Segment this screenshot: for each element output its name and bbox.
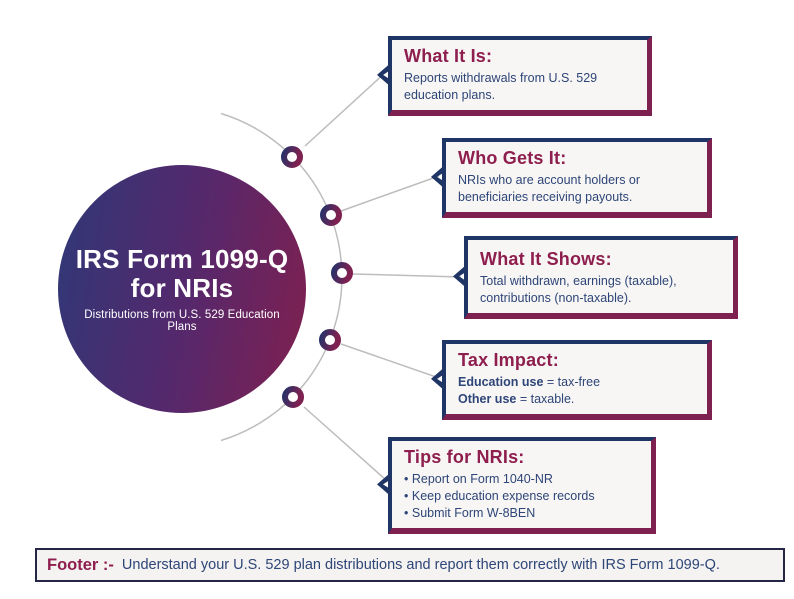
line-rest-text: = tax-free	[543, 375, 601, 389]
connector-line-3	[352, 273, 462, 278]
connector-line-5	[303, 406, 387, 481]
callout-body: Reports withdrawals from U.S. 529 educat…	[404, 71, 598, 102]
callout-title: What It Is:	[404, 46, 493, 66]
callout-box-tax-impact: Tax Impact: Education use = tax-free Oth…	[431, 340, 712, 420]
left-arrow-notch-icon	[377, 471, 392, 498]
callout-box-tips-for-nris: Tips for NRIs: Report on Form 1040-NR Ke…	[377, 437, 656, 534]
footer-text: Understand your U.S. 529 plan distributi…	[121, 557, 720, 573]
callout-title: Tips for NRIs:	[404, 447, 525, 467]
central-title: IRS Form 1099-Q for NRIs	[76, 245, 289, 301]
connector-node-5	[282, 386, 304, 408]
tips-list-item: Keep education expense records	[404, 488, 641, 505]
callout-line: Other use = taxable.	[458, 391, 697, 408]
left-arrow-notch-icon	[377, 61, 392, 88]
connector-line-2	[340, 175, 440, 212]
central-circle: IRS Form 1099-Q for NRIs Distributions f…	[58, 165, 306, 413]
line-rest-text: = taxable.	[516, 391, 575, 406]
connector-line-1	[304, 71, 387, 147]
callout-body: NRIs who are account holders or benefici…	[458, 173, 641, 204]
callout-title: Who Gets It:	[458, 148, 567, 168]
callout-title: Tax Impact:	[458, 350, 559, 370]
central-subtitle: Distributions from U.S. 529 Education Pl…	[84, 308, 280, 333]
left-arrow-notch-icon	[431, 365, 446, 392]
footer-bar: Footer :- Understand your U.S. 529 plan …	[35, 548, 785, 582]
callout-line: Education use = tax-free	[458, 374, 697, 391]
central-title-line1: IRS Form 1099-Q	[75, 244, 289, 275]
line-bold-text: Other use	[458, 391, 517, 406]
left-arrow-notch-icon	[453, 263, 468, 290]
tips-list-item: Report on Form 1040-NR	[404, 471, 641, 488]
callout-body: Total withdrawn, earnings (taxable), con…	[480, 274, 677, 305]
footer-label: Footer :-	[47, 555, 114, 574]
connector-line-4	[340, 343, 440, 379]
left-arrow-notch-icon	[431, 163, 446, 190]
tips-list: Report on Form 1040-NR Keep education ex…	[404, 471, 641, 522]
connector-node-2	[320, 204, 342, 226]
line-bold-text: Education use	[458, 375, 544, 389]
connector-node-3	[331, 262, 353, 284]
connector-node-4	[319, 329, 341, 351]
callout-box-what-it-shows: What It Shows: Total withdrawn, earnings…	[453, 236, 738, 319]
tips-list-item: Submit Form W-8BEN	[404, 505, 641, 522]
connector-node-1	[281, 146, 303, 168]
callout-box-who-gets-it: Who Gets It: NRIs who are account holder…	[431, 138, 712, 218]
callout-box-what-it-is: What It Is: Reports withdrawals from U.S…	[377, 36, 652, 116]
central-title-line2: for NRIs	[130, 272, 234, 303]
callout-title: What It Shows:	[480, 249, 612, 269]
